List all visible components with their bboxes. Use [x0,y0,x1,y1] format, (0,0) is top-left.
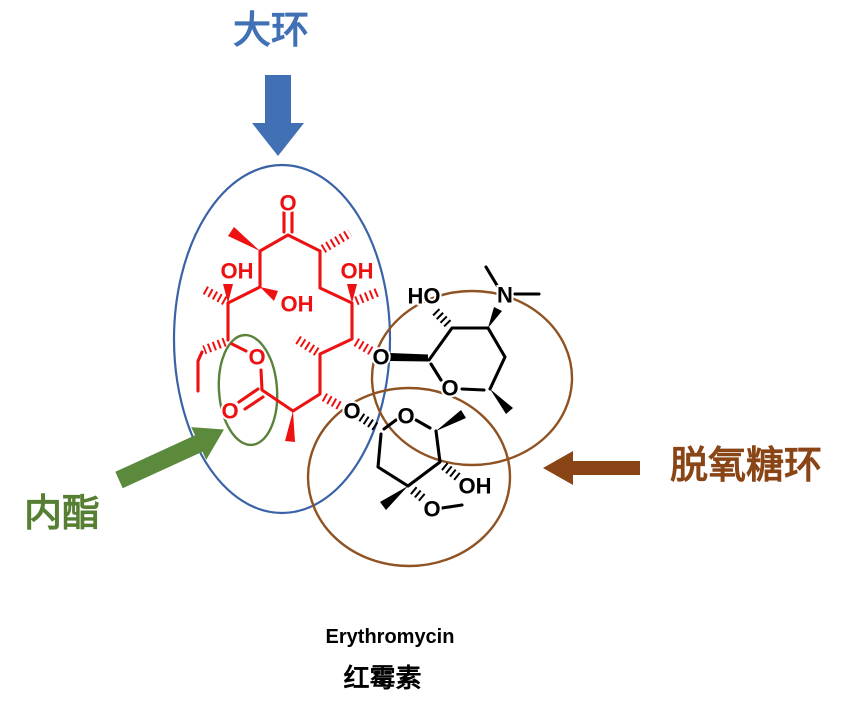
cladinose-hydroxyl-label: OH [459,474,492,499]
atom-labels: O OH OH OH O O HO N O O O O OH O [219,189,515,524]
ester-oxygen-label: O [248,345,265,370]
c12-hydroxyl-label: OH [221,259,254,284]
deoxysugar-annotation: 脱氧糖环 [670,445,823,487]
carbonyl-oxygen-label: O [221,399,238,424]
desosamine-glycosidic-oxygen-label: O [372,345,389,370]
methoxy-oxygen-label: O [423,497,440,522]
c6-hydroxyl-label: OH [341,259,374,284]
cladinose-ring [358,410,466,510]
left-arrow-icon [543,451,640,485]
molecule-name-english: Erythromycin [325,626,455,648]
up-right-arrow-icon [115,427,224,489]
macrolactone-ring [196,210,380,442]
desosamine-circle [370,289,574,467]
down-arrow-icon [252,75,304,156]
molecule-name-chinese: 红霉素 [343,663,422,693]
annotation-arrows [115,75,640,489]
c11-hydroxyl-label: OH [281,292,314,317]
cladinose-glycosidic-oxygen-label: O [343,399,360,424]
ketone-oxygen-label: O [279,191,296,216]
cladinose-ring-oxygen-label: O [397,404,414,429]
desosamine-hydroxyl-label: HO [408,284,441,309]
desosamine-ring [390,265,541,414]
highlight-ellipses [172,163,574,568]
macrocycle-annotation: 大环 [233,10,310,52]
lactone-ellipse [217,333,279,447]
cladinose-circle [306,386,512,568]
macrocycle-ellipse [172,163,392,515]
amine-nitrogen-label: N [497,283,513,308]
lactone-annotation: 内酯 [24,493,101,535]
desosamine-ring-oxygen-label: O [441,376,458,401]
